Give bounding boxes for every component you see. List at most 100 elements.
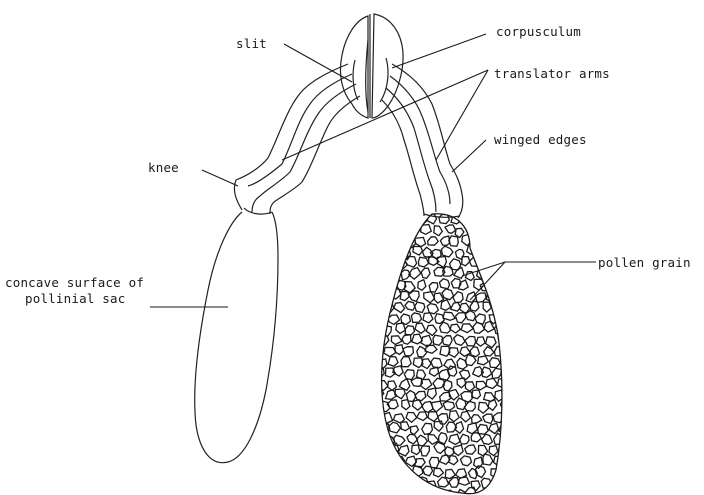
pollen-grain-cell — [373, 456, 385, 466]
pollen-grain-cell — [373, 323, 383, 334]
pollen-grain-cell — [431, 358, 442, 368]
pollen-grain-cell — [411, 313, 421, 323]
pollen-grain-cell — [368, 379, 379, 389]
pollen-grain-cell — [483, 414, 493, 423]
pollen-grain-cell — [500, 316, 510, 325]
pollen-grain-cell — [471, 433, 481, 442]
pollen-grain-cell — [429, 283, 438, 293]
pollen-grain-cell — [401, 470, 410, 478]
pollen-grain-cell — [505, 237, 515, 246]
pollen-grain-cell — [449, 434, 460, 444]
pollen-grain-cell — [421, 487, 432, 495]
left-translator-arm — [234, 64, 360, 214]
pollen-grain-cell — [443, 312, 455, 320]
pollen-grain-cell — [402, 335, 411, 345]
pollen-grain-cell — [375, 478, 384, 487]
pollen-grain-cell — [379, 291, 390, 299]
pollen-grain-cell — [382, 413, 393, 424]
pollen-grain-cell — [493, 413, 504, 423]
pollen-grain-cell — [482, 214, 492, 223]
pollen-grain-cell — [406, 479, 419, 491]
pollen-grain-cell — [411, 426, 419, 435]
pollen-grain-cell — [427, 388, 436, 399]
pollen-grain-cell — [488, 200, 497, 211]
pollen-grain-cell — [442, 289, 454, 300]
right-translator-arm — [382, 64, 463, 218]
pollen-grain-cell — [388, 357, 398, 367]
pollen-grain-cell — [482, 237, 492, 246]
pollen-grain-cell — [394, 303, 405, 313]
pollen-grain-cell — [489, 446, 498, 456]
pollen-grain-cell — [478, 402, 489, 413]
pollen-grain-cell — [438, 414, 448, 424]
pollen-grain-cells — [365, 200, 517, 495]
pollen-grain-cell — [506, 212, 516, 222]
pollen-grain-cell — [434, 226, 443, 236]
pollen-grain-cell — [457, 378, 466, 388]
pollen-grain-cell — [407, 434, 418, 444]
pollen-grain-cell — [472, 390, 481, 399]
pollen-grain-cell — [378, 445, 389, 457]
pollen-grain-cell — [503, 281, 513, 291]
pollen-grain-cell — [398, 445, 409, 456]
pollen-grain-cell — [422, 423, 433, 434]
pollen-grain-cell — [501, 290, 510, 302]
pollen-grain-cell — [472, 415, 482, 424]
pollen-grain-cell — [433, 378, 444, 388]
pollen-grain-cell — [424, 292, 435, 303]
pollen-grain-cell — [395, 235, 405, 246]
pollen-grain-cell — [432, 401, 443, 412]
pollen-grain-cell — [439, 214, 449, 223]
pollen-grain-cell — [471, 481, 480, 491]
pollen-grain-cell — [399, 227, 410, 236]
label-concave-surface-line2: pollinial sac — [25, 291, 125, 306]
pollen-grain-cell — [465, 336, 476, 346]
pollen-grain-cell — [387, 488, 396, 495]
label-winged-edges: winged edges — [494, 132, 587, 147]
pollen-grain-cell — [377, 267, 389, 277]
pollen-grain-cell — [465, 203, 474, 212]
pollen-grain-cell — [417, 412, 428, 421]
pollen-grain-cell — [373, 236, 382, 245]
pollen-grain-cell — [389, 269, 398, 279]
pollen-grain-cell — [442, 246, 454, 257]
pollen-grain-cell — [421, 446, 430, 456]
pollen-grain-cell — [489, 423, 499, 433]
pollen-grain-cell — [461, 324, 473, 333]
pollen-grain-cell — [488, 268, 498, 279]
pollen-grain-cell — [494, 456, 505, 466]
pollen-grain-cell — [482, 434, 493, 444]
pollen-grain-cell — [493, 477, 504, 488]
pollen-grain-cell — [454, 335, 465, 346]
pollen-grain-cell — [379, 490, 388, 495]
pollen-grain-cell — [426, 325, 437, 335]
pollen-grain-cell — [453, 445, 463, 455]
pollen-grain-cell — [478, 356, 489, 365]
pollen-grain-cell — [495, 301, 505, 310]
pollen-grain-cell — [415, 302, 425, 312]
pollen-grain-cell — [401, 357, 411, 367]
pollen-grain-cell — [501, 358, 511, 368]
pollen-grain-cell — [492, 368, 501, 378]
pollen-grain-cell — [378, 203, 386, 214]
pollen-grain-cell — [389, 422, 401, 433]
pollen-grain-cell — [371, 412, 381, 423]
pollen-grain-cell — [384, 347, 396, 356]
left-pollinial-sac — [195, 208, 278, 463]
pollen-grain-cell — [479, 227, 489, 238]
pollen-grain-cell — [400, 292, 409, 301]
pollen-grain-cell — [369, 423, 379, 431]
pollen-grain-cell — [460, 434, 469, 444]
pollen-grain-cell — [495, 325, 505, 334]
pollen-grain-cell — [370, 436, 380, 445]
pollen-grain-cell — [440, 346, 450, 356]
pollen-grain-cell — [372, 259, 382, 269]
pollen-grain-cell — [410, 492, 422, 495]
label-corpusculum: corpusculum — [496, 24, 581, 39]
pollen-grain-cell — [462, 234, 473, 246]
pollen-grain-cell — [377, 314, 387, 325]
pollen-grain-cell — [439, 433, 448, 444]
pollen-grain-cell — [500, 466, 509, 477]
pollen-grain-cell — [395, 345, 403, 355]
pollen-grain-cell — [460, 214, 472, 224]
